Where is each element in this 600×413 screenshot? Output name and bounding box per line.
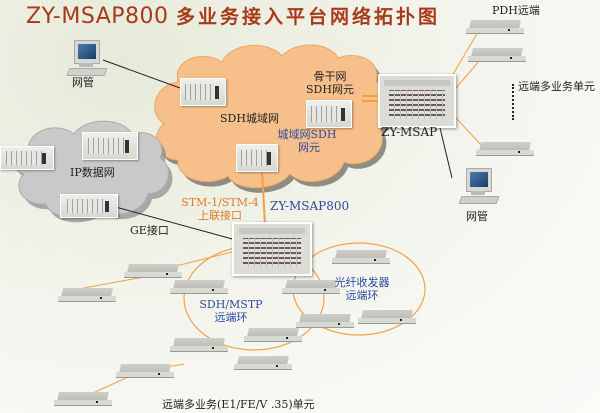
nms-computer-left[interactable] <box>66 40 108 82</box>
sdh-ring-unit-1[interactable] <box>244 328 302 342</box>
pdh-remote-unit-2[interactable] <box>468 48 526 62</box>
ellipsis-dots <box>512 84 516 120</box>
zy-msap-label: ZY-MSAP <box>381 125 438 139</box>
monitor-icon <box>74 40 100 64</box>
sdh-ring-unit-3[interactable] <box>234 356 292 370</box>
ip-data-label: IP数据网 <box>70 166 115 179</box>
pdh-remote-label: PDH远端 <box>492 4 540 17</box>
zy-msap800-device[interactable] <box>232 222 312 276</box>
sdh-ring-label-2: 远端环 <box>214 311 248 324</box>
ip-node-2[interactable] <box>82 132 138 160</box>
remote-unit-right-label: 远端多业务单元 <box>518 80 595 93</box>
pdh-remote-unit-3[interactable] <box>476 142 534 156</box>
sdh-node-1[interactable] <box>180 78 226 106</box>
keyboard-icon <box>458 196 500 204</box>
keyboard-icon <box>66 68 108 76</box>
fiber-ring-unit-3[interactable] <box>358 310 416 324</box>
backbone-label-1: 骨干网 <box>313 70 347 83</box>
fiber-ring-unit-1[interactable] <box>332 250 390 264</box>
backbone-label-2: SDH网元 <box>306 83 354 96</box>
chain-unit-2[interactable] <box>58 288 116 302</box>
sdh-ring-label-1: SDH/MSTP <box>199 298 263 311</box>
metro-sdh-label-2: 网元 <box>298 141 320 154</box>
zy-msap800-label: ZY-MSAP800 <box>270 199 350 213</box>
nms-computer-right[interactable] <box>458 168 500 210</box>
fiber-ring-label-1: 光纤收发器 <box>334 276 390 289</box>
ip-node-3[interactable] <box>60 194 118 218</box>
fiber-ring-unit-4[interactable] <box>296 314 354 328</box>
chain-unit-3[interactable] <box>116 364 174 378</box>
metro-sdh-node[interactable] <box>236 144 278 172</box>
stm-label-2: 上联接口 <box>198 209 242 222</box>
ip-node-1[interactable] <box>0 146 54 170</box>
backbone-sdh-node[interactable] <box>306 100 352 128</box>
zy-msap-device[interactable] <box>378 74 456 128</box>
pdh-remote-unit-1[interactable] <box>466 20 524 34</box>
title-text: 多业务接入平台网络拓扑图 <box>176 6 441 28</box>
page-title: ZY-MSAP800 多业务接入平台网络拓扑图 <box>26 2 440 29</box>
bottom-caption: 远端多业务(E1/FE/V .35)单元 <box>162 398 315 411</box>
chain-unit-4[interactable] <box>54 392 112 406</box>
sdh-ring-unit-2[interactable] <box>170 280 228 294</box>
metro-sdh-label-1: 城域网SDH <box>277 128 337 141</box>
sdh-ring-unit-4[interactable] <box>170 338 228 352</box>
nms-right-label: 网管 <box>466 210 488 223</box>
sdh-metro-label: SDH城域网 <box>220 112 279 125</box>
ge-port-label: GE接口 <box>130 224 169 237</box>
stm-label-1: STM-1/STM-4 <box>181 196 259 209</box>
title-model: ZY-MSAP800 <box>26 4 169 29</box>
chain-unit-1[interactable] <box>124 264 182 278</box>
fiber-ring-unit-2[interactable] <box>282 280 340 294</box>
fiber-ring-label-2: 远端环 <box>345 289 379 302</box>
nms-left-label: 网管 <box>72 76 94 89</box>
monitor-icon <box>466 168 492 192</box>
